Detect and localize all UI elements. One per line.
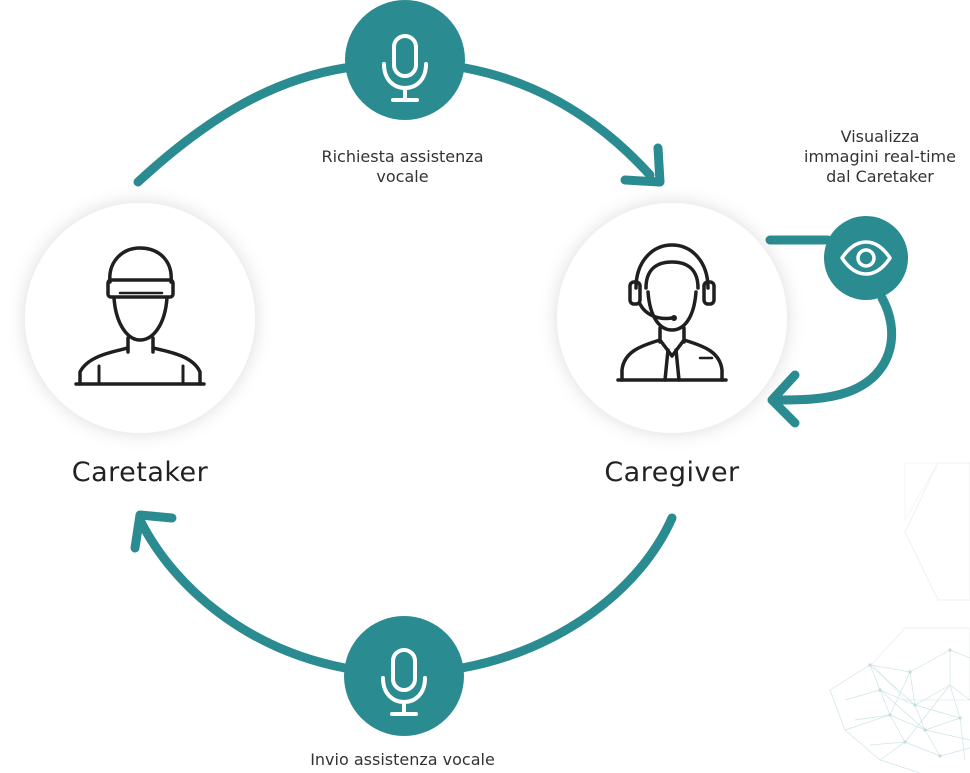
top-flow-arrow	[133, 63, 655, 187]
top-flow-arrowhead	[620, 143, 665, 187]
side-flow-label-line1: Visualizza	[840, 127, 920, 146]
top-flow-label-line1: Richiesta assistenza	[321, 147, 484, 166]
vr-headset-person-icon	[74, 246, 206, 386]
microphone-icon	[382, 34, 428, 102]
eye-icon	[840, 240, 892, 276]
side-flow-label-line3: dal Caretaker	[826, 167, 934, 186]
caretaker-label: Caretaker	[71, 457, 209, 488]
bottom-flow-label: Invio assistenza vocale	[310, 750, 495, 769]
bottom-flow-arrowhead	[130, 510, 177, 553]
eye-bubble	[824, 216, 908, 300]
bottom-microphone-bubble	[344, 616, 464, 736]
side-flow-label-line2: immagini real-time	[804, 147, 956, 166]
top-flow-label-line2: vocale	[376, 167, 429, 186]
microphone-icon	[381, 648, 427, 716]
top-flow-label: Richiesta assistenza vocale	[290, 147, 515, 187]
headset-operator-icon	[616, 243, 728, 382]
side-flow-arrow	[765, 235, 897, 405]
caregiver-label: Caregiver	[604, 457, 740, 488]
background-decoration	[829, 462, 970, 773]
top-microphone-bubble	[345, 0, 465, 120]
caregiver-node	[557, 203, 787, 433]
bottom-flow-arrow	[135, 513, 677, 673]
side-flow-label: Visualizza immagini real-time dal Careta…	[790, 127, 970, 187]
caretaker-node	[25, 203, 255, 433]
side-flow-arrowhead	[767, 370, 800, 428]
